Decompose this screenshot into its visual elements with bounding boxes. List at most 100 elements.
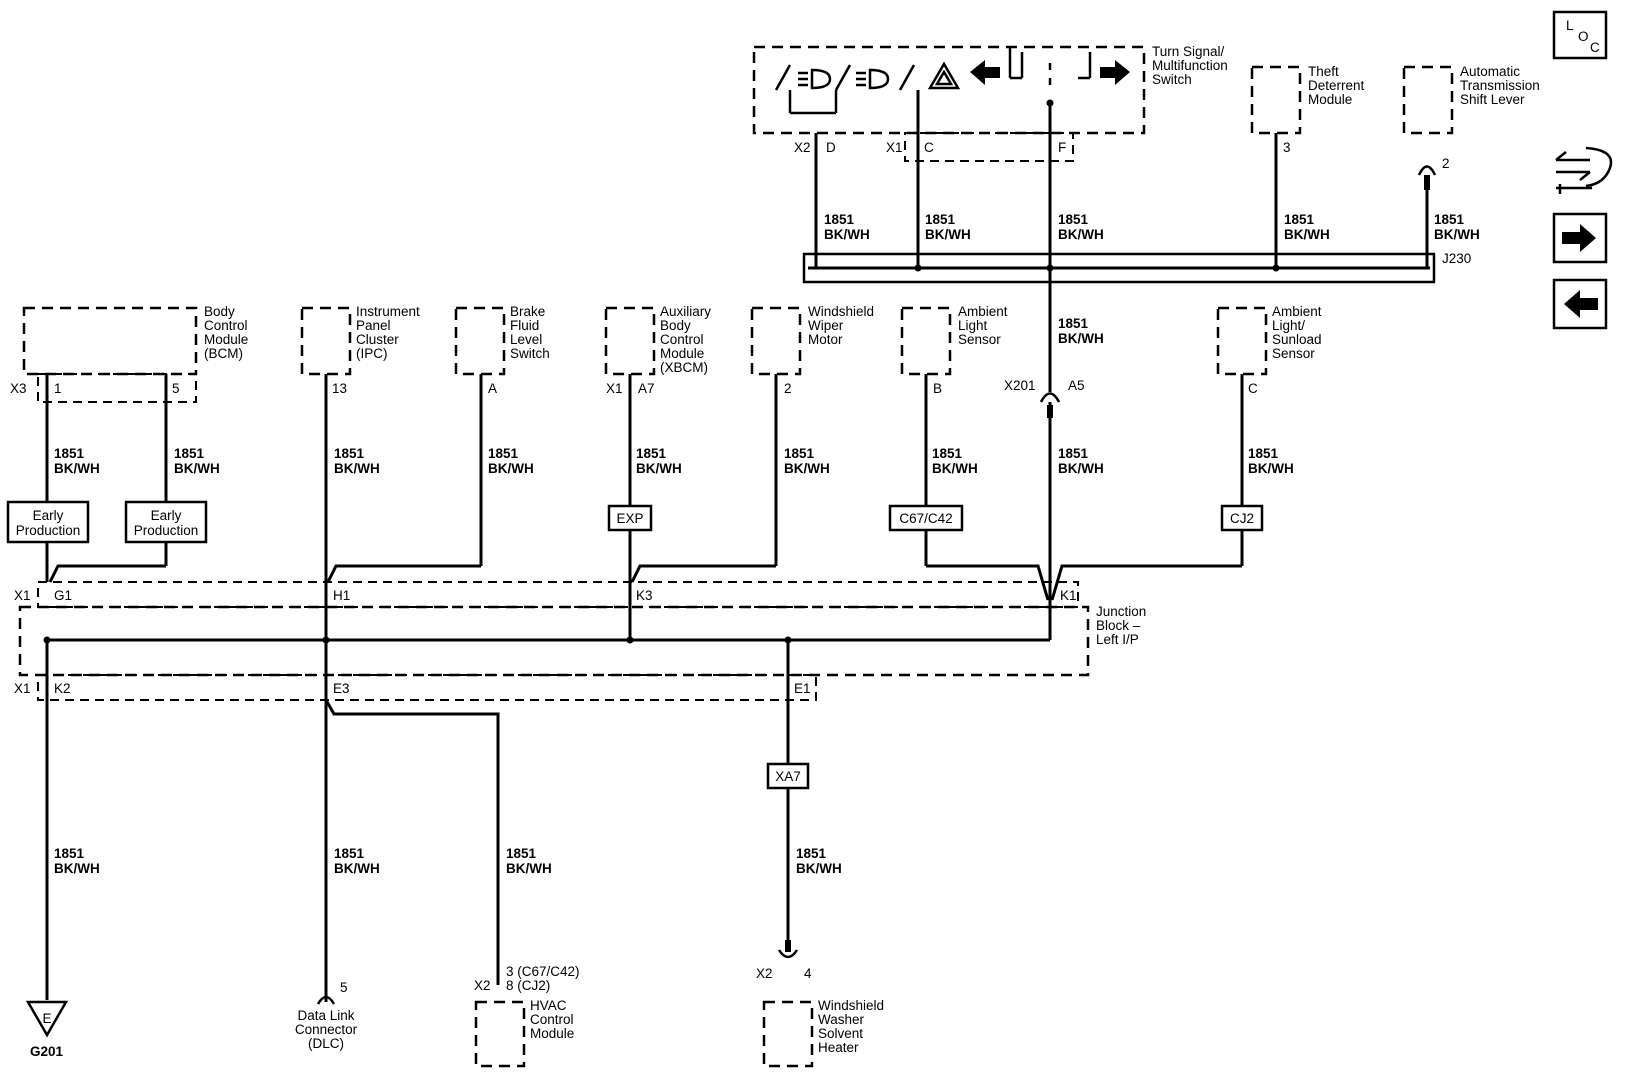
option-cj2-label: CJ2 (1230, 511, 1254, 526)
option-xa7-label: XA7 (775, 769, 801, 784)
pin-a5: A5 (1068, 378, 1085, 393)
wire-color: BK/WH (1058, 227, 1104, 242)
splice-pack-j230: J230 (802, 251, 1471, 284)
next-arrow-icon[interactable] (1552, 212, 1608, 264)
pin-hvac-a: 3 (C67/C42) (506, 964, 580, 979)
pin-jb-x1-bot: X1 (14, 681, 31, 696)
ground-letter: E (42, 1011, 51, 1026)
pin-ts-d: D (826, 140, 836, 155)
wire-circuit: 1851 (796, 846, 827, 861)
pin-x201: X201 (1004, 378, 1036, 393)
pin-ipc: 13 (332, 381, 347, 396)
inline-connector-x201: X201 A5 (1004, 378, 1085, 403)
wire-circuit: 1851 (1284, 212, 1315, 227)
pin-brake: A (488, 381, 497, 396)
connector-icon[interactable] (1555, 146, 1613, 194)
wire-color: BK/WH (488, 461, 534, 476)
bottom-wire-labels: 1851 BK/WH 1851 BK/WH 1851 BK/WH 1851 BK… (54, 846, 842, 876)
pin-ts-x2: X2 (794, 140, 811, 155)
pin-ts-c: C (924, 140, 934, 155)
headlamp-icon (798, 68, 832, 90)
wire-color: BK/WH (54, 461, 100, 476)
wire-circuit: 1851 (1434, 212, 1465, 227)
pin-bcm-1: 1 (54, 381, 62, 396)
pin-dlc: 5 (340, 980, 348, 995)
svg-text:Early: Early (151, 508, 182, 523)
pin-xbcm-x1: X1 (606, 381, 623, 396)
svg-text:Production: Production (134, 523, 199, 538)
option-exp-label: EXP (616, 511, 643, 526)
location-icon-l: L (1566, 18, 1574, 33)
left-turn-icon (970, 60, 1000, 85)
wire-color: BK/WH (1058, 461, 1104, 476)
pin-sunload: C (1248, 381, 1258, 396)
option-cj2: CJ2 (1220, 504, 1264, 532)
wire-circuit: 1851 (1058, 316, 1089, 331)
wire-circuit: 1851 (636, 446, 667, 461)
previous-arrow-icon[interactable] (1552, 278, 1608, 330)
wire-color: BK/WH (334, 861, 380, 876)
hazard-icon (927, 61, 961, 90)
pin-bcm-5: 5 (172, 381, 180, 396)
wire-color: BK/WH (1434, 227, 1480, 242)
pin-jb-h1: H1 (333, 588, 350, 603)
wire-circuit: 1851 (488, 446, 519, 461)
wire-circuit: 1851 (54, 846, 85, 861)
wire-circuit: 1851 (824, 212, 855, 227)
pin-wiper: 2 (784, 381, 792, 396)
turn-signal-label-1: Turn Signal/ (1152, 44, 1225, 59)
wire-color: BK/WH (1248, 461, 1294, 476)
wire-circuit: 1851 (784, 446, 815, 461)
option-early-production-1: Early Production (6, 500, 90, 544)
pin-jb-k2: K2 (54, 681, 71, 696)
turn-signal-switch-outline (752, 45, 1146, 135)
pin-xbcm-a7: A7 (638, 381, 655, 396)
svg-text:Production: Production (16, 523, 81, 538)
pin-ts-x1: X1 (886, 140, 903, 155)
option-exp: EXP (607, 504, 653, 532)
option-early-production-2: Early Production (124, 500, 208, 544)
pin-jb-x1-top: X1 (14, 588, 31, 603)
pin-jb-k1: K1 (1060, 588, 1077, 603)
splice-j230-label: J230 (1442, 251, 1471, 266)
wire-color: BK/WH (636, 461, 682, 476)
turn-signal-connector-x1 (904, 132, 1074, 162)
wire-circuit: 1851 (174, 446, 205, 461)
ground-label: G201 (30, 1044, 64, 1059)
option-c67-c42: C67/C42 (888, 504, 964, 532)
wire-circuit: 1851 (925, 212, 956, 227)
wire-circuit: 1851 (1248, 446, 1279, 461)
top-wire-labels: 1851 BK/WH 1851 BK/WH 1851 BK/WH 1851 BK… (824, 212, 1480, 346)
headlamp-icon (856, 68, 890, 90)
middle-wire-labels: 1851 BK/WH 1851 BK/WH 1851 BK/WH 1851 BK… (54, 446, 1294, 476)
location-icon-o: O (1578, 29, 1589, 44)
wire-color: BK/WH (334, 461, 380, 476)
location-icon[interactable]: L O C (1552, 10, 1608, 60)
svg-text:Early: Early (33, 508, 64, 523)
wire-color: BK/WH (925, 227, 971, 242)
location-icon-c: C (1590, 40, 1600, 55)
pin-washer: 4 (804, 966, 812, 981)
wire-color: BK/WH (506, 861, 552, 876)
pin-jb-g1: G1 (54, 588, 72, 603)
